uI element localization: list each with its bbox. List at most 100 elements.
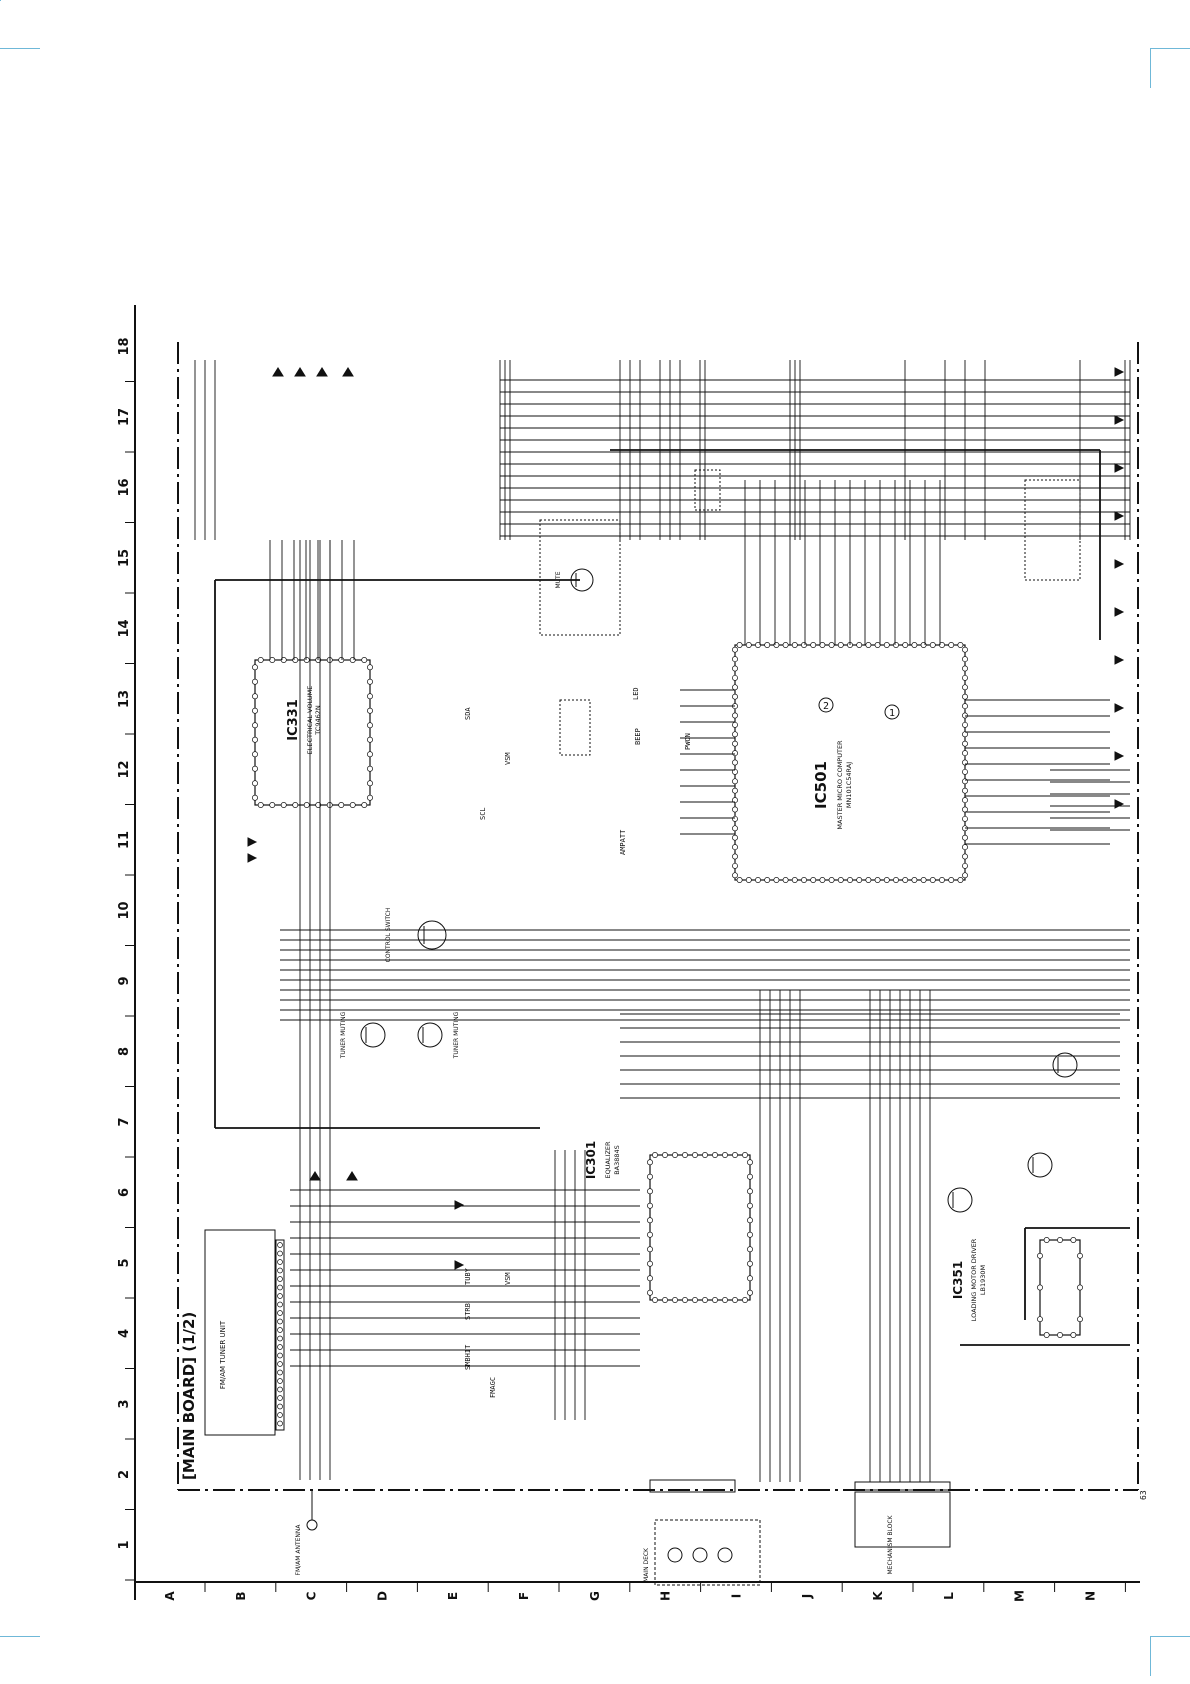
connector-cn300	[649, 1479, 761, 1586]
ic351-part: LB1930M	[979, 1265, 987, 1295]
ic501-pins	[732, 642, 968, 883]
grid-row-E: E	[446, 1592, 460, 1600]
grid-col-2: 2	[117, 1470, 132, 1479]
net-label-scl: SCL	[479, 807, 487, 820]
crop-mark-tl-h	[0, 48, 40, 49]
grid-row-K: K	[871, 1591, 885, 1601]
cn300-label: MAIN DECK	[643, 1547, 650, 1582]
board-outline	[177, 342, 1139, 1491]
grid-row-J: J	[800, 1594, 814, 1599]
grid-row-F: F	[517, 1592, 531, 1600]
net-label-vsm-2: VSM	[504, 752, 512, 765]
net-label-pwon: PWON	[684, 733, 692, 750]
marker-1: 1	[889, 708, 895, 719]
grid-col-11: 11	[117, 831, 132, 849]
grid-col-14: 14	[117, 619, 132, 637]
cn501-label: MECHANISM BLOCK	[887, 1514, 894, 1574]
deck-heads	[667, 1547, 733, 1563]
ic351-pins	[1037, 1237, 1083, 1338]
ic331-ref: IC331	[286, 699, 301, 741]
page-reference: 63	[1139, 1490, 1148, 1500]
ic331-body	[254, 659, 371, 806]
grid-row-G: G	[588, 1591, 602, 1601]
grid-row-A: A	[163, 1591, 177, 1601]
signal-arrows	[247, 367, 1125, 1270]
ic351-name: LOADING MOTOR DRIVER	[970, 1238, 978, 1321]
q321-label: CONTROL SWITCH	[385, 908, 392, 963]
ic301-ref: IC301	[584, 1141, 598, 1179]
grid-col-6: 6	[117, 1188, 132, 1197]
transistor-q341	[417, 1022, 443, 1048]
tuner-unit-label: FM/AM TUNER UNIT	[219, 1320, 227, 1389]
grid-col-7: 7	[117, 1117, 132, 1126]
crop-mark-br-v	[1150, 1636, 1151, 1676]
net-label-tuby: TUBY	[464, 1267, 472, 1285]
q381-label: TUNER MUTING	[340, 1011, 347, 1059]
grid-row-M: M	[1013, 1590, 1027, 1602]
grid-col-13: 13	[117, 690, 132, 708]
wiring	[194, 360, 1131, 1482]
grid-col-1: 1	[117, 1540, 132, 1549]
grid-row-labels: A B C D E F G H I J K L M N	[163, 1582, 1126, 1602]
board-title: [MAIN BOARD] (1/2)	[180, 1312, 198, 1480]
grid-frame	[134, 305, 1140, 1600]
grid-col-8: 8	[117, 1047, 132, 1056]
net-label-vsm: VSM	[504, 1272, 512, 1285]
ic501-name: MASTER MICRO COMPUTER	[836, 740, 844, 830]
grid-col-12: 12	[117, 760, 132, 778]
grid-row-I: I	[729, 1594, 743, 1598]
net-label-sda: SDA	[464, 707, 472, 720]
ic501-part: MN101C54RAJ	[845, 762, 853, 808]
net-label-strb: STRB	[464, 1303, 472, 1320]
antenna-label: FM/AM ANTENNA	[295, 1524, 302, 1576]
net-label-beep: BEEP	[634, 728, 642, 745]
q341-label: TUNER MUTING	[453, 1011, 460, 1059]
ic351-body	[1039, 1239, 1081, 1336]
net-label-ampatt: AMPATT	[619, 829, 627, 855]
crop-mark-tl-v	[0, 0, 1, 1]
ic301-body	[649, 1154, 751, 1301]
grid-row-C: C	[305, 1591, 319, 1600]
ic351-ref: IC351	[951, 1261, 965, 1299]
net-label-led: LED	[632, 687, 640, 700]
connector-cn501	[854, 1481, 951, 1548]
transistor-q354	[947, 1187, 973, 1213]
crop-mark-tr-h	[1150, 48, 1190, 49]
grid-col-5: 5	[117, 1258, 132, 1267]
grid-row-B: B	[234, 1591, 248, 1600]
ic331-part: TC9462N	[314, 705, 322, 736]
grid-row-L: L	[942, 1592, 956, 1600]
transistor-q321	[417, 920, 447, 950]
transistor-q352	[1052, 1052, 1078, 1078]
ic301-name: EQUALIZER	[604, 1141, 612, 1179]
grid-col-15: 15	[117, 549, 132, 567]
grid-col-3: 3	[117, 1399, 132, 1408]
grid-col-4: 4	[117, 1329, 132, 1338]
bold-wiring	[214, 449, 1130, 1346]
transistor-q540	[570, 568, 594, 592]
net-label-fmagc: FMAGC	[489, 1377, 497, 1398]
q540-label: MUTE	[555, 571, 562, 588]
antenna-j1	[306, 1490, 318, 1531]
grid-col-17: 17	[117, 408, 132, 426]
grid-col-16: 16	[117, 478, 132, 496]
crop-mark-bl-h	[0, 1636, 40, 1637]
ic501-ref: IC501	[812, 761, 830, 809]
crop-mark-br-h	[1150, 1636, 1190, 1637]
crop-mark-tr-v	[1150, 48, 1151, 88]
net-label-smbhit: SMBHIT	[464, 1344, 472, 1370]
ic301-part: BA3884S	[613, 1145, 621, 1175]
marker-2: 2	[823, 701, 829, 712]
grid-row-N: N	[1083, 1591, 1097, 1601]
transistor-q353	[1027, 1152, 1053, 1178]
grid-row-H: H	[659, 1591, 673, 1601]
dotted-sections	[539, 469, 1081, 756]
grid-col-10: 10	[117, 901, 132, 919]
grid-col-18: 18	[117, 337, 132, 355]
grid-row-D: D	[375, 1591, 389, 1601]
grid-col-9: 9	[117, 976, 132, 985]
transistor-q381	[360, 1022, 386, 1048]
tuner-pins	[277, 1242, 283, 1427]
